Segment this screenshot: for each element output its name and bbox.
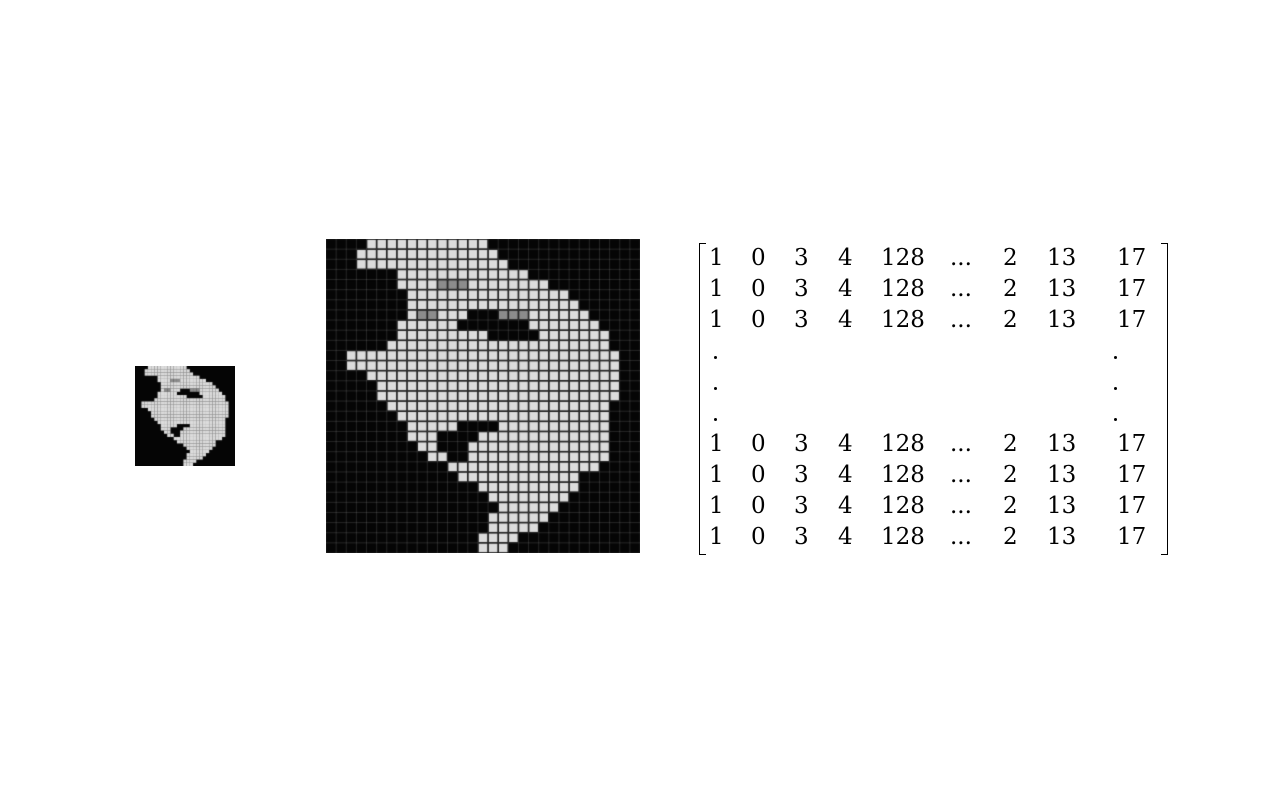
matrix-ellipsis-dot — [714, 418, 717, 421]
matrix-cell: 1 — [709, 276, 724, 302]
matrix-row: 1 0 3 4 128... 2 13 17 — [698, 243, 1170, 274]
matrix-cell: 1 — [709, 307, 724, 333]
matrix-cell: 17 — [1117, 462, 1147, 488]
matrix-ellipsis-dot — [1114, 356, 1117, 359]
matrix-cell: 1 — [709, 431, 724, 457]
matrix-cell: 3 — [794, 493, 809, 519]
matrix-cell: 17 — [1117, 276, 1147, 302]
matrix-cell: 3 — [794, 307, 809, 333]
matrix-cell: 4 — [838, 307, 853, 333]
matrix-cell: 17 — [1117, 307, 1147, 333]
matrix-cell: 2 — [1003, 276, 1018, 302]
matrix-cell: 13 — [1047, 493, 1077, 519]
matrix-cell: 128 — [881, 245, 925, 271]
matrix-cell: 13 — [1047, 307, 1077, 333]
matrix-cell: 3 — [794, 245, 809, 271]
matrix-cell: 3 — [794, 524, 809, 550]
matrix-cell: 1 — [709, 462, 724, 488]
matrix-left-bracket — [699, 243, 706, 555]
pixelated-face-grid-image — [326, 239, 640, 553]
matrix-cell: 0 — [751, 245, 766, 271]
matrix-row: 1 0 3 4 128... 2 13 17 — [698, 522, 1170, 553]
matrix-cell: 13 — [1047, 431, 1077, 457]
matrix-cell: 128 — [881, 307, 925, 333]
matrix-cell: 3 — [794, 276, 809, 302]
matrix-cell: 4 — [838, 493, 853, 519]
matrix-cell: 13 — [1047, 524, 1077, 550]
matrix-row — [698, 336, 1170, 367]
matrix-cell: ... — [950, 493, 972, 519]
matrix-cell: 13 — [1047, 462, 1077, 488]
matrix-cell: 128 — [881, 524, 925, 550]
matrix-cell: 2 — [1003, 245, 1018, 271]
face-thumbnail-image — [135, 366, 235, 466]
matrix-cell: 13 — [1047, 245, 1077, 271]
matrix-cell: 3 — [794, 462, 809, 488]
matrix-ellipsis-dot — [1114, 387, 1117, 390]
matrix-cell: 128 — [881, 462, 925, 488]
matrix-cell: ... — [950, 462, 972, 488]
matrix-cell: 1 — [709, 245, 724, 271]
matrix-cell: ... — [950, 245, 972, 271]
matrix-row: 1 0 3 4 128... 2 13 17 — [698, 305, 1170, 336]
matrix-row: 1 0 3 4 128... 2 13 17 — [698, 429, 1170, 460]
matrix-ellipsis-dot — [714, 387, 717, 390]
matrix-cell: 4 — [838, 245, 853, 271]
matrix-cell: ... — [950, 431, 972, 457]
matrix-cell: 0 — [751, 462, 766, 488]
matrix-cell: 2 — [1003, 307, 1018, 333]
matrix-ellipsis-dot — [714, 356, 717, 359]
matrix-cell: 17 — [1117, 524, 1147, 550]
matrix-cell: 2 — [1003, 431, 1018, 457]
matrix-cell: 4 — [838, 431, 853, 457]
matrix-cell: 128 — [881, 493, 925, 519]
matrix-row — [698, 398, 1170, 429]
matrix-row: 1 0 3 4 128... 2 13 17 — [698, 274, 1170, 305]
matrix-cell: 1 — [709, 524, 724, 550]
matrix-cell: 0 — [751, 493, 766, 519]
matrix-cell: 4 — [838, 524, 853, 550]
matrix-cell: 2 — [1003, 493, 1018, 519]
matrix-cell: ... — [950, 524, 972, 550]
matrix-cell: 128 — [881, 431, 925, 457]
matrix-cell: 0 — [751, 276, 766, 302]
matrix-cell: 0 — [751, 307, 766, 333]
matrix-ellipsis-dot — [1114, 418, 1117, 421]
matrix-cell: 4 — [838, 462, 853, 488]
matrix-cell: 2 — [1003, 524, 1018, 550]
matrix-cell: 17 — [1117, 493, 1147, 519]
matrix-cell: 128 — [881, 276, 925, 302]
matrix-row — [698, 367, 1170, 398]
matrix-row: 1 0 3 4 128... 2 13 17 — [698, 491, 1170, 522]
matrix-cell: 3 — [794, 431, 809, 457]
matrix-cell: 2 — [1003, 462, 1018, 488]
matrix-cell: 0 — [751, 431, 766, 457]
matrix-cell: 0 — [751, 524, 766, 550]
matrix-row: 1 0 3 4 128... 2 13 17 — [698, 460, 1170, 491]
matrix-cell: 13 — [1047, 276, 1077, 302]
matrix-cell: 1 — [709, 493, 724, 519]
matrix-cell: 4 — [838, 276, 853, 302]
matrix-cell: 17 — [1117, 245, 1147, 271]
matrix-cell: 17 — [1117, 431, 1147, 457]
matrix-cell: ... — [950, 307, 972, 333]
matrix-right-bracket — [1161, 243, 1168, 555]
matrix-cell: ... — [950, 276, 972, 302]
